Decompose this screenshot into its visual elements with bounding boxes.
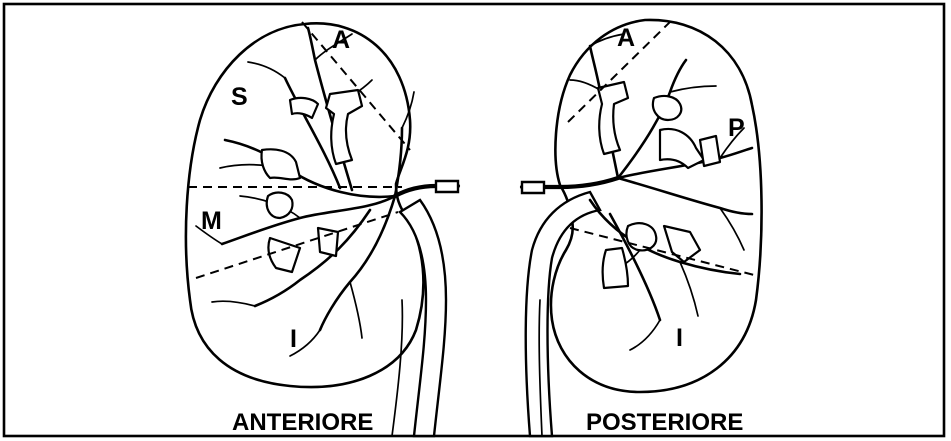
posterior-calyx-lower-left bbox=[626, 223, 656, 250]
anterior-artery-stump bbox=[436, 181, 458, 192]
anterior-caption: ANTERIORE bbox=[232, 409, 373, 436]
anterior-label-apical: A bbox=[332, 26, 350, 54]
figure-frame bbox=[4, 4, 944, 436]
posterior-calyx-upper-right bbox=[653, 96, 681, 120]
anterior-label-middle: M bbox=[201, 207, 222, 235]
posterior-artery-stump bbox=[522, 182, 544, 193]
posterior-label-apical: A bbox=[617, 24, 635, 52]
posterior-calyx-lower bbox=[603, 248, 628, 288]
anterior-label-superior: S bbox=[231, 83, 248, 111]
posterior-label-inferior: I bbox=[676, 324, 683, 352]
anterior-kidney-outline bbox=[186, 23, 423, 387]
posterior-caption: POSTERIORE bbox=[586, 409, 743, 436]
anterior-calyx-lower-left bbox=[267, 193, 293, 218]
posterior-calyx-right bbox=[700, 136, 720, 166]
posterior-label-posterior: P bbox=[728, 114, 745, 142]
anterior-label-inferior: I bbox=[290, 325, 297, 353]
anterior-calyx-lower-right bbox=[318, 228, 338, 256]
